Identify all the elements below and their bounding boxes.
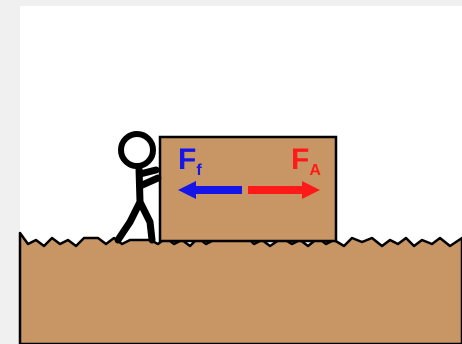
stick-figure-arm — [140, 170, 156, 174]
friction-force-symbol: F — [178, 143, 196, 176]
applied-force-symbol: F — [291, 143, 309, 176]
friction-force-subscript: f — [196, 162, 202, 179]
ground — [20, 233, 462, 344]
applied-force-subscript: A — [309, 162, 321, 179]
